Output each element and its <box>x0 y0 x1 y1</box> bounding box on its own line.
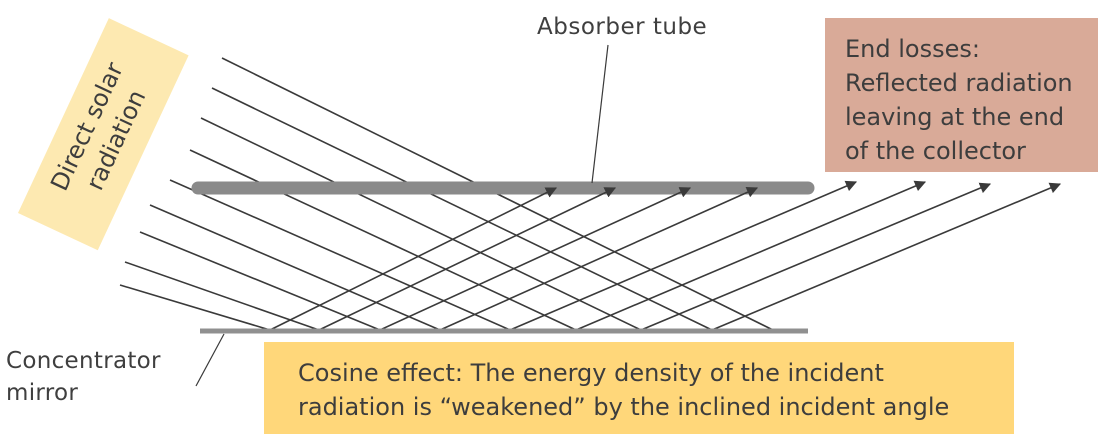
end-losses-line: leaving at the end <box>845 103 1065 131</box>
concentrator-mirror-label: Concentrator mirror <box>6 345 161 409</box>
end-losses-line: of the collector <box>845 137 1026 165</box>
escaping-ray <box>509 180 858 331</box>
cosine-effect-line: Cosine effect: The energy density of the… <box>298 359 884 387</box>
incident-ray <box>200 117 642 331</box>
end-losses-callout: End losses: Reflected radiation leaving … <box>825 18 1098 172</box>
reflected-ray <box>269 187 558 331</box>
incident-ray <box>124 261 320 331</box>
end-losses-line: Reflected radiation <box>845 69 1073 97</box>
incident-ray <box>169 179 511 331</box>
incident-ray <box>149 204 441 331</box>
incident-ray <box>189 149 577 331</box>
reflected-rays-to-tube <box>269 187 759 331</box>
escaping-ray <box>711 182 1062 331</box>
mirror-leader-line <box>195 333 225 387</box>
reflected-ray <box>379 187 692 331</box>
escaping-ray <box>575 180 927 331</box>
reflected-ray <box>439 187 759 331</box>
mirror-label-line-2: mirror <box>6 380 79 406</box>
end-losses-line: End losses: <box>845 35 980 63</box>
absorber-leader-line <box>591 44 609 184</box>
reflected-rays-end-losses <box>509 180 1062 331</box>
incident-ray <box>139 231 381 331</box>
absorber-tube-label: Absorber tube <box>537 14 708 40</box>
cosine-effect-callout: Cosine effect: The energy density of the… <box>264 342 1014 434</box>
reflected-ray <box>318 187 617 331</box>
escaping-ray <box>640 182 992 331</box>
mirror-label-line-1: Concentrator <box>6 348 161 374</box>
incident-ray <box>119 284 271 331</box>
incident-ray <box>211 87 713 331</box>
cosine-effect-line: radiation is “weakened” by the inclined … <box>298 393 950 421</box>
